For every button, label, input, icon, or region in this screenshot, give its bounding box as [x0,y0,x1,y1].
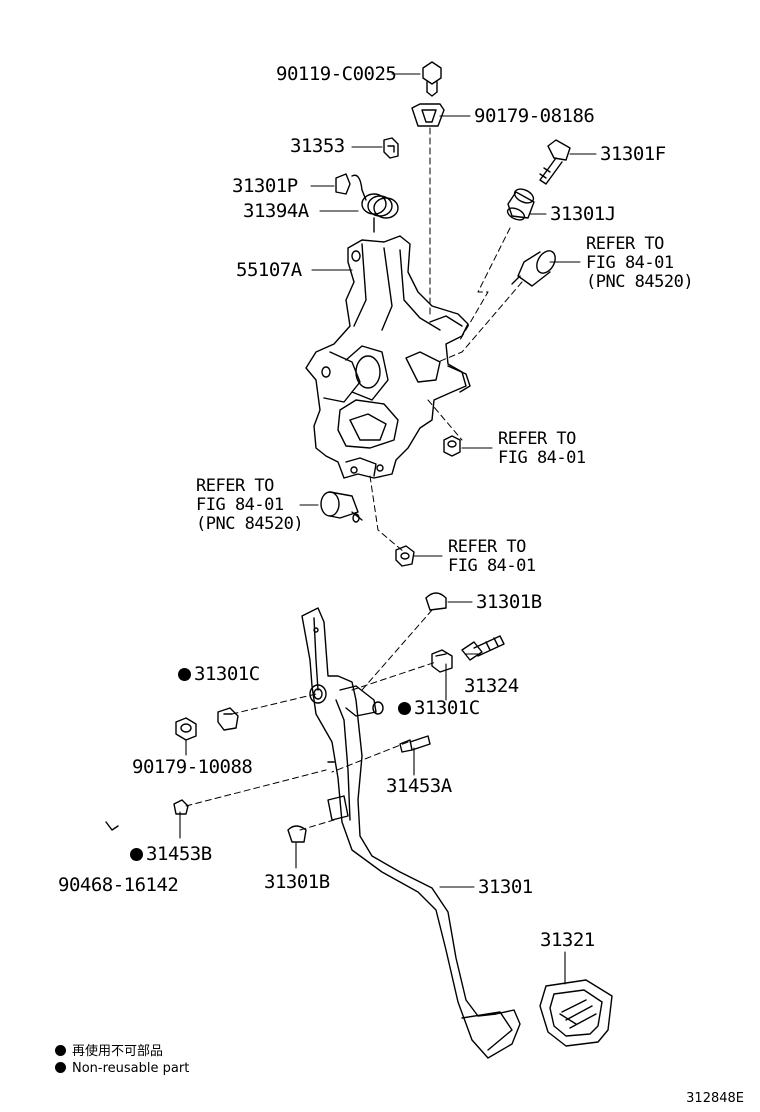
bushing-31301p-icon [335,173,351,195]
clip-90179-08186-icon [411,103,445,127]
cushion-31301j-icon [506,188,535,221]
label-90179-10088[interactable]: 90179-10088 [132,756,253,778]
label-31321[interactable]: 31321 [540,929,595,951]
label-31301b-top[interactable]: 31301B [476,591,542,613]
label-31301j[interactable]: 31301J [550,203,616,225]
bushing-31353-icon [383,137,399,159]
label-31394a[interactable]: 31394A [243,200,309,222]
label-31301c-right[interactable]: 31301C [398,699,480,718]
stopper-31301b-bottom-icon [287,825,307,843]
bolt-31301f-icon [539,139,571,185]
legend-japanese: 再使用不可部品 [55,1040,163,1059]
refer-nut-right-line1: REFER TO [498,429,576,449]
pin-31453a-icon [399,735,431,753]
pedal-pad-31321-icon [539,979,613,1047]
non-reusable-dot-icon [398,702,411,715]
stop-lamp-switch-top-icon [511,250,556,287]
label-55107a[interactable]: 55107A [236,259,302,281]
label-31301c-left[interactable]: 31301C [178,665,260,684]
dashed-lines [185,127,523,831]
label-90179-08186[interactable]: 90179-08186 [474,105,595,127]
nut-bottom-icon [395,545,415,567]
label-31453a[interactable]: 31453A [386,775,452,797]
pedal-support-bracket-icon [305,235,471,479]
refer-nut-bottom-line1: REFER TO [448,537,526,557]
legend-english: Non-reusable part [55,1061,189,1076]
stopper-31301b-top-icon [425,592,447,611]
refer-switch-left-line2: FIG 84-01 [196,495,284,515]
brake-pedal-arm-icon [301,607,521,1059]
label-31301[interactable]: 31301 [478,876,533,898]
label-31301f[interactable]: 31301F [600,143,666,165]
pin-31453b-icon [173,799,189,815]
return-spring-31394a-icon [351,174,399,233]
label-31301b-bottom[interactable]: 31301B [264,871,330,893]
bushing-31301c-left-icon [217,707,239,731]
refer-switch-top-line3: (PNC 84520) [586,272,694,292]
leader-lines [179,73,597,985]
bushing-31301c-right-icon [431,649,453,673]
label-31353[interactable]: 31353 [290,135,345,157]
label-90468-16142[interactable]: 90468-16142 [58,874,179,896]
refer-nut-bottom-line2: FIG 84-01 [448,556,536,576]
non-reusable-dot-icon [178,668,191,681]
bolt-90119-icon [422,61,442,97]
refer-switch-left-line3: (PNC 84520) [196,514,304,534]
non-reusable-dot-icon [55,1045,66,1056]
clip-90468-icon [105,821,119,831]
non-reusable-dot-icon [130,848,143,861]
non-reusable-dot-icon [55,1062,66,1073]
label-90119-c0025[interactable]: 90119-C0025 [276,63,397,85]
refer-switch-top-line1: REFER TO [586,234,664,254]
stop-lamp-switch-left-icon [320,491,363,523]
refer-switch-left-line1: REFER TO [196,476,274,496]
label-31324[interactable]: 31324 [464,675,519,697]
nut-right-icon [443,435,461,457]
refer-nut-right-line2: FIG 84-01 [498,448,586,468]
refer-switch-top-line2: FIG 84-01 [586,253,674,273]
label-31453b[interactable]: 31453B [130,845,212,864]
label-31301p[interactable]: 31301P [232,175,298,197]
bolt-31324-icon [461,635,505,661]
drawing-reference: 312848E [686,1091,744,1106]
nut-90179-10088-icon [175,717,197,741]
